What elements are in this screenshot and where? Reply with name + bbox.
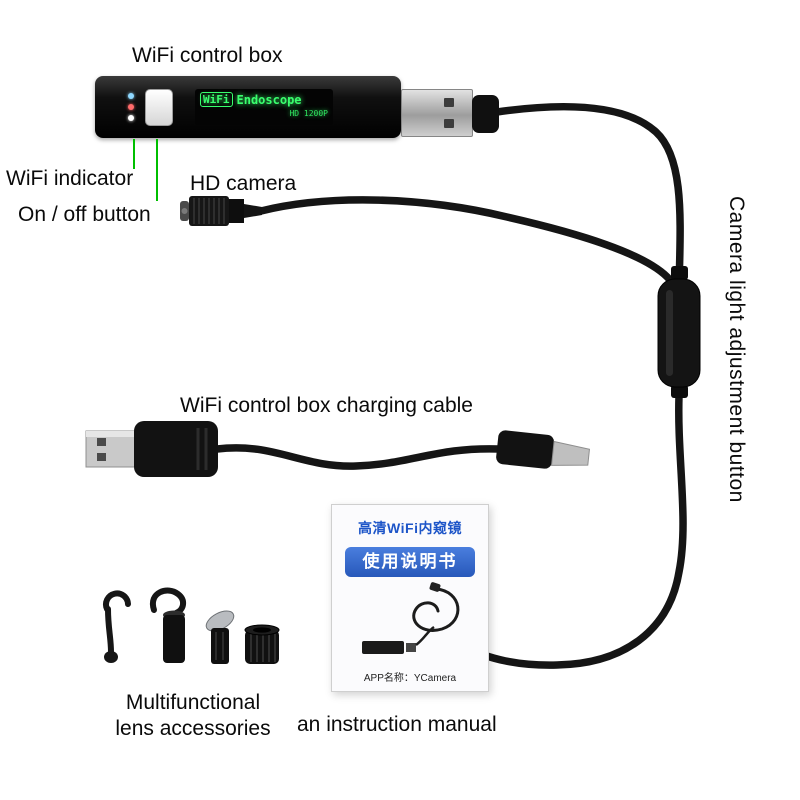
manual-illustration <box>362 582 460 654</box>
display-name-text: Endoscope <box>236 92 302 107</box>
camera-light-adjustment-button <box>657 266 701 398</box>
wifi-indicator-led <box>128 93 134 121</box>
usb-plug <box>401 89 473 137</box>
micro-usb-connector <box>496 430 591 469</box>
device-display: WiFi Endoscope HD 1200P <box>195 89 333 125</box>
label-wifi-indicator: WiFi indicator <box>6 167 134 190</box>
cap-accessory-icon <box>244 624 280 664</box>
label-camera-light-adjustment-button: Camera light adjustment button <box>725 196 748 503</box>
usb-plug-boot <box>472 95 499 133</box>
label-on-off-button: On / off button <box>18 203 151 226</box>
display-wifi-badge: WiFi <box>200 92 233 107</box>
manual-app-name: APP名称：YCamera <box>363 673 457 684</box>
wifi-control-box: WiFi Endoscope HD 1200P <box>95 76 401 138</box>
led-dot-red <box>128 104 134 110</box>
label-lens-accessories-line2: lens accessories <box>115 716 271 740</box>
usb-cable <box>493 102 684 272</box>
on-off-pointer-line <box>156 139 158 201</box>
label-instruction-manual: an instruction manual <box>297 713 497 736</box>
led-dot-blue <box>128 93 134 99</box>
main-cable-lower <box>463 392 687 669</box>
label-lens-accessories: Multifunctional lens accessories <box>88 690 298 741</box>
camera-cable <box>257 196 674 284</box>
manual-band-title: 使用说明书 <box>345 547 475 577</box>
hook-accessory-icon <box>103 590 131 663</box>
led-dot-white <box>128 115 134 121</box>
wifi-indicator-pointer-line <box>133 139 135 169</box>
usb-plug-hole <box>444 119 454 128</box>
label-charging-cable: WiFi control box charging cable <box>180 394 473 417</box>
manual-title: 高清WiFi内窥镜 <box>358 520 462 536</box>
label-hd-camera: HD camera <box>190 172 297 195</box>
mirror-accessory-icon <box>205 610 235 664</box>
label-wifi-control-box: WiFi control box <box>132 44 283 67</box>
display-resolution-text: HD 1200P <box>289 109 328 118</box>
usb-plug-hole <box>444 98 454 107</box>
hd-camera-head <box>180 196 262 226</box>
on-off-button[interactable] <box>145 89 173 126</box>
usb-a-connector <box>85 421 218 477</box>
charging-cable-wire <box>213 444 503 470</box>
label-lens-accessories-line1: Multifunctional <box>125 691 261 714</box>
side-hook-accessory-icon <box>149 587 186 663</box>
instruction-manual-booklet: 高清WiFi内窥镜 使用说明书 APP名称：YCamera <box>331 504 489 692</box>
